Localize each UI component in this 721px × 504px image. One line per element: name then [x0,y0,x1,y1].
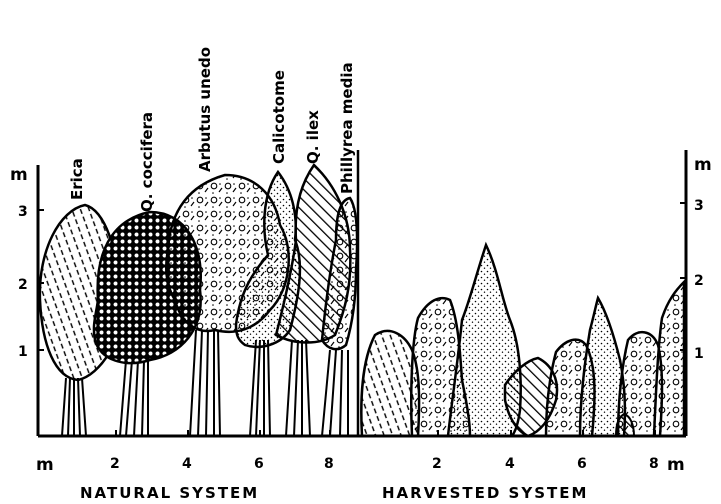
harvested-y-tick-label: 1 [694,346,704,362]
species-label-calicotome: Calicotome [270,70,288,164]
species-label-phillyrea-media: Phillyrea media [338,62,356,194]
harvested-x-tick-label: 8 [649,456,659,472]
natural-x-tick-label: 2 [110,456,120,472]
natural-x-tick-label: 4 [182,456,192,472]
harvested-y-unit: m [694,155,712,175]
species-label-q-ilex: Q. ilex [304,110,322,164]
harvested-y-tick-label: 3 [694,198,704,214]
harvested-phillyrea-sprout [654,282,684,436]
species-label-q-coccifera: Q. coccifera [138,112,156,212]
harvested-x-tick-label: 4 [505,456,515,472]
harvested-x-tick-label: 6 [577,456,587,472]
harvested-system-panel: 1 2 3 m 2 4 6 8 m HARVESTED SYSTEM [358,150,712,502]
harvested-x-unit: m [667,455,685,475]
natural-x-tick-label: 6 [254,456,264,472]
harvested-system-caption: HARVESTED SYSTEM [382,484,588,502]
natural-x-tick-label: 8 [324,456,334,472]
natural-y-unit: m [10,165,28,185]
species-label-arbutus-unedo: Arbutus unedo [196,47,214,172]
species-label-erica: Erica [68,158,86,200]
harvested-y-tick-label: 2 [694,273,704,289]
harvested-x-tick-label: 2 [432,456,442,472]
natural-system-panel: 1 2 3 m 2 4 6 8 m NATURAL SYSTEM [10,47,360,502]
natural-x-unit: m [36,455,54,475]
natural-y-tick-label: 2 [18,277,28,293]
natural-y-tick-label: 3 [18,204,28,220]
natural-y-tick-label: 1 [18,344,28,360]
natural-system-caption: NATURAL SYSTEM [80,484,259,502]
